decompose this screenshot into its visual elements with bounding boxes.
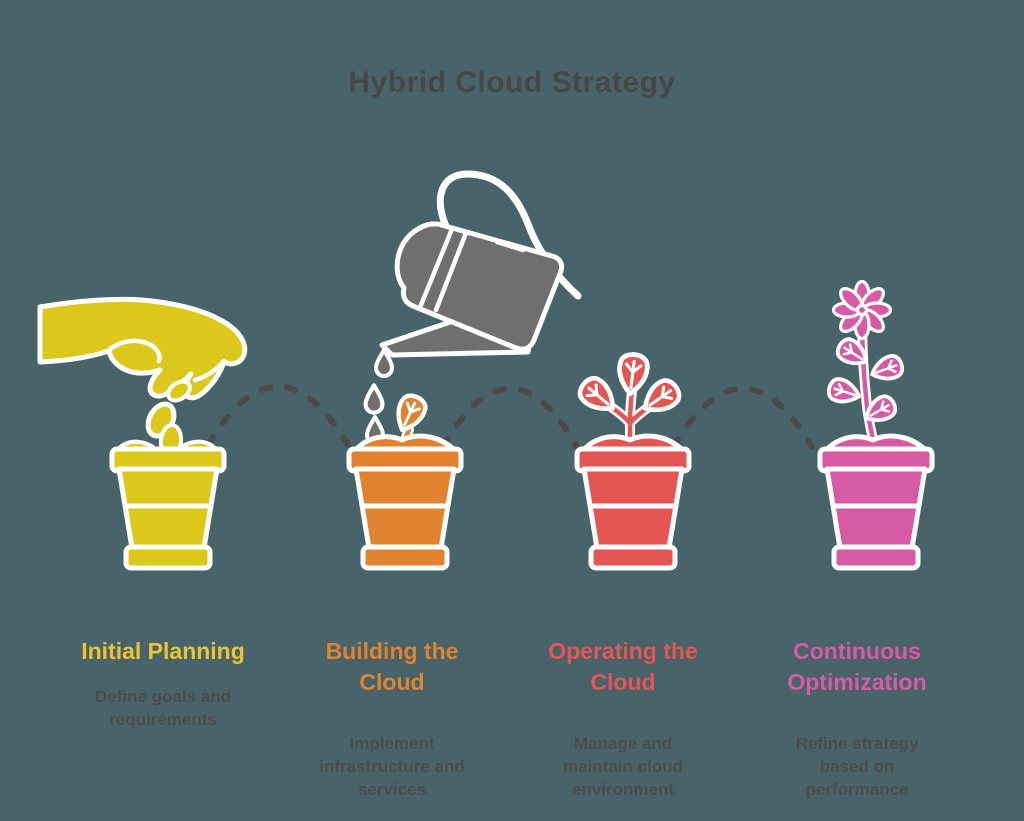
stage-building-the-cloud: Building the Cloud Implement infrastruct…: [277, 636, 507, 801]
plant-leaf: [824, 374, 865, 409]
seedling-leaf: [617, 353, 649, 395]
water-drops: [366, 348, 394, 445]
connector-arc-1: [205, 383, 351, 448]
stage-heading: Initial Planning: [81, 638, 245, 664]
watering-can-stripe: [418, 226, 455, 308]
stage-initial-planning: Initial Planning Define goals and requir…: [48, 636, 278, 731]
stage-continuous-optimization: Continuous Optimization Refine strategy …: [742, 636, 972, 801]
stage-description: Define goals and requirements: [94, 687, 232, 729]
stage-description: Refine strategy based on performance: [795, 734, 919, 799]
hand-planting-seeds-icon: [37, 296, 248, 439]
stage-heading: Operating the Cloud: [548, 638, 698, 695]
connector-arc-3: [670, 385, 815, 450]
watering-can-icon: [366, 170, 582, 445]
stage-heading: Continuous Optimization: [787, 638, 927, 695]
stage-description: Implement infrastructure and services: [319, 734, 465, 799]
flowering-plant-icon: [824, 279, 907, 457]
watering-can-stripe: [433, 230, 469, 313]
finger-crease: [192, 358, 227, 383]
stage-description: Manage and maintain cloud environment: [563, 734, 683, 799]
plant-leaf: [866, 351, 907, 387]
pot-operating-the-cloud: [577, 436, 689, 568]
stage-heading: Building the Cloud: [325, 638, 459, 695]
seed: [166, 379, 192, 403]
flower-pot: [577, 449, 689, 568]
stage-operating-the-cloud: Operating the Cloud Manage and maintain …: [508, 636, 738, 801]
sprout-leaf: [391, 392, 429, 435]
pot-initial-planning: [112, 423, 224, 568]
stage-connectors: [205, 383, 815, 450]
flower-pot: [820, 449, 932, 568]
pot-building-the-cloud: [349, 436, 461, 568]
connector-arc-2: [440, 385, 580, 450]
flower-pot: [349, 449, 461, 568]
thumb-outline: [106, 338, 162, 364]
flower-pot: [112, 449, 224, 568]
hand: [37, 296, 248, 401]
flower-blossom: [831, 279, 893, 341]
watering-can-highlight: [494, 239, 526, 253]
pot-continuous-optimization: [820, 436, 932, 568]
page-title: Hybrid Cloud Strategy: [348, 66, 676, 99]
watering-can-body: [394, 221, 565, 352]
